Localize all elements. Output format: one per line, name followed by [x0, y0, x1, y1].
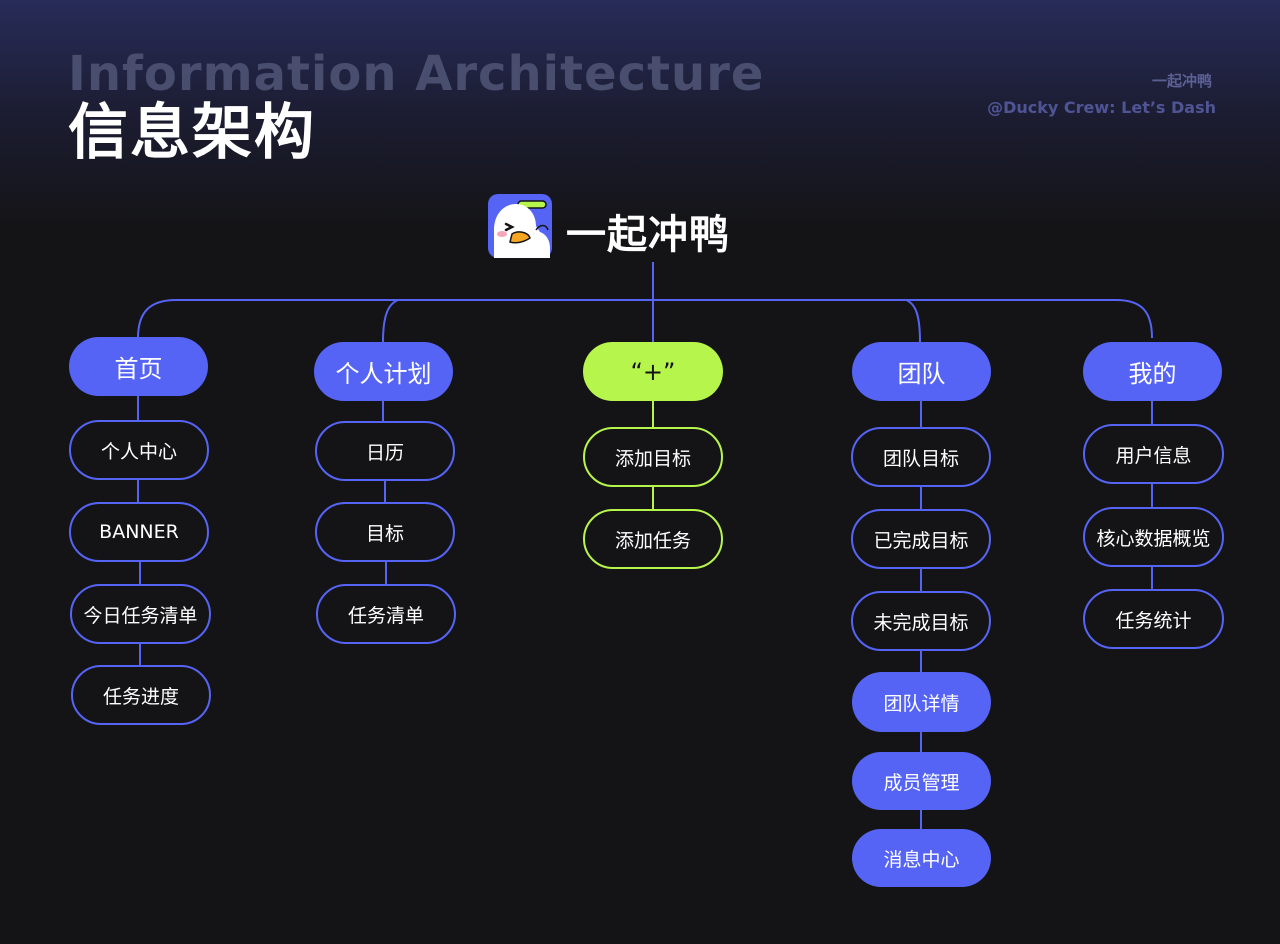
page-title: 信息架构 — [68, 98, 316, 168]
background-title-en: Information Architecture — [68, 46, 765, 102]
node-incomplete-goals[interactable]: 未完成目标 — [851, 591, 991, 651]
node-add-task[interactable]: 添加任务 — [583, 509, 723, 569]
bus-connector — [137, 299, 1153, 339]
node-add-goal[interactable]: 添加目标 — [583, 427, 723, 487]
node-message-center[interactable]: 消息中心 — [852, 829, 991, 887]
node-team-goals[interactable]: 团队目标 — [851, 427, 991, 487]
node-member-management[interactable]: 成员管理 — [852, 752, 991, 810]
brand-name: 一起冲鸭 — [1151, 72, 1212, 90]
node-calendar[interactable]: 日历 — [315, 421, 455, 481]
node-task-list[interactable]: 任务清单 — [316, 584, 456, 644]
app-logo-icon — [488, 194, 552, 258]
branch-team[interactable]: 团队 — [852, 342, 991, 401]
node-today-tasks[interactable]: 今日任务清单 — [70, 584, 211, 644]
node-core-data-overview[interactable]: 核心数据概览 — [1083, 507, 1224, 567]
node-task-progress[interactable]: 任务进度 — [71, 665, 211, 725]
brand-tagline: @Ducky Crew: Let’s Dash — [987, 98, 1216, 117]
node-goals[interactable]: 目标 — [315, 502, 455, 562]
branch-connector-2 — [382, 299, 399, 343]
branch-home[interactable]: 首页 — [69, 337, 208, 396]
node-banner[interactable]: BANNER — [69, 502, 209, 562]
node-team-details[interactable]: 团队详情 — [852, 672, 991, 732]
node-task-statistics[interactable]: 任务统计 — [1083, 589, 1224, 649]
node-completed-goals[interactable]: 已完成目标 — [851, 509, 991, 569]
branch-add[interactable]: “+” — [583, 342, 723, 401]
branch-personal-plan[interactable]: 个人计划 — [314, 342, 453, 401]
app-name: 一起冲鸭 — [566, 212, 730, 258]
branch-connector-4 — [905, 299, 921, 343]
node-personal-center[interactable]: 个人中心 — [69, 420, 209, 480]
branch-mine[interactable]: 我的 — [1083, 342, 1222, 401]
node-user-info[interactable]: 用户信息 — [1083, 424, 1224, 484]
